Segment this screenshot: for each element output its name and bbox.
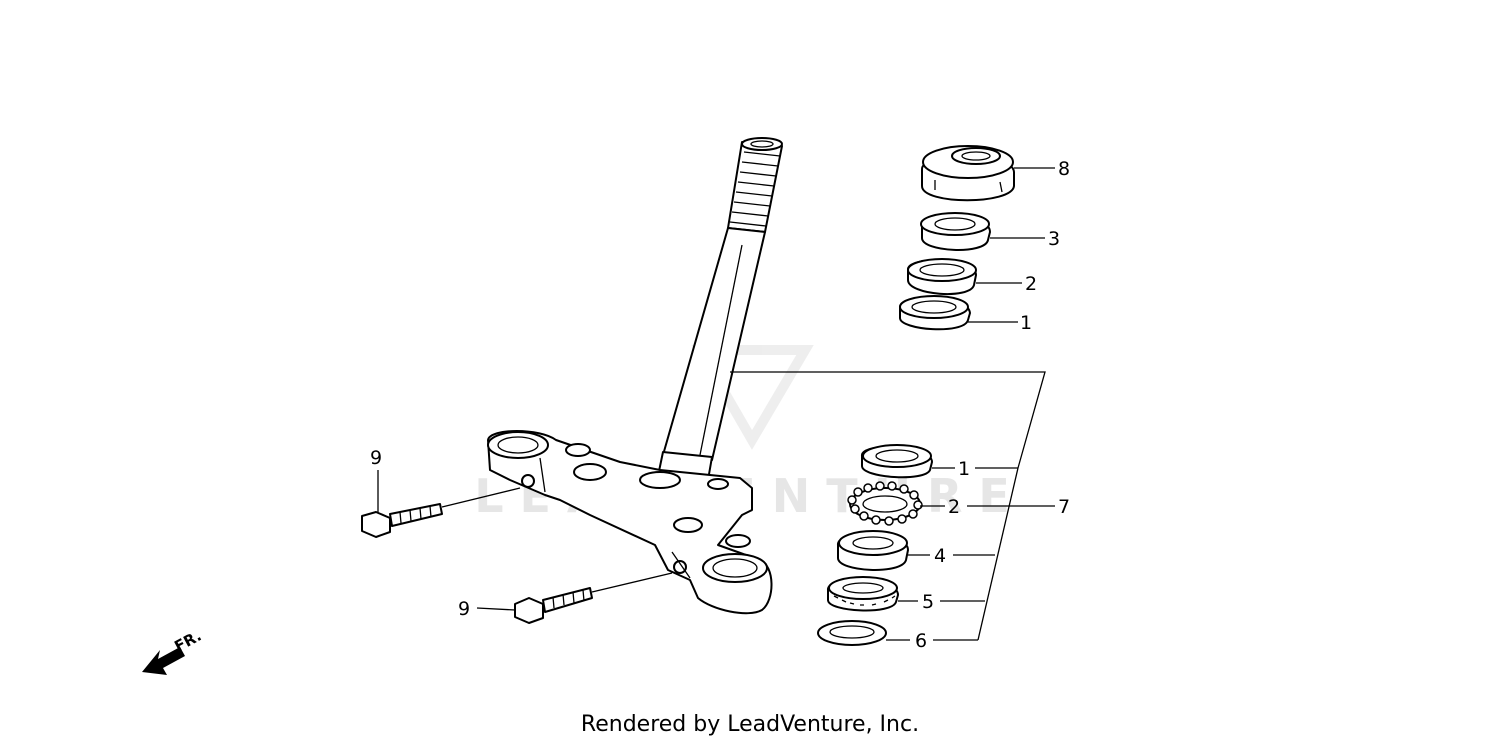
callout-1-upper: 1 (1020, 312, 1032, 334)
footer-credit: Rendered by LeadVenture, Inc. (580, 712, 920, 737)
bolt-lower[interactable] (514, 572, 673, 624)
callout-1-lower: 1 (958, 458, 970, 480)
front-direction-arrow-icon: FR. (142, 627, 204, 675)
part-1-lower-race[interactable] (861, 444, 933, 479)
lower-bracket[interactable] (487, 430, 773, 615)
callout-9-lower: 9 (458, 598, 470, 620)
callout-8: 8 (1058, 158, 1070, 180)
steering-stem[interactable] (657, 137, 783, 481)
callout-6: 6 (915, 630, 927, 652)
part-6-washer[interactable] (817, 620, 887, 646)
callout-9-upper: 9 (370, 447, 382, 469)
callout-2-upper: 2 (1025, 273, 1037, 295)
callout-7: 7 (1058, 496, 1070, 518)
callout-4: 4 (934, 545, 946, 567)
part-5-dust-seal[interactable] (827, 576, 899, 612)
callout-2-lower: 2 (948, 496, 960, 518)
part-4-lower-seal[interactable] (837, 530, 909, 571)
part-2-upper-bearing[interactable] (907, 258, 977, 296)
bolt-upper[interactable] (361, 487, 521, 538)
callout-5: 5 (922, 591, 934, 613)
callout-3: 3 (1048, 228, 1060, 250)
part-2-lower-bearing[interactable] (847, 481, 923, 526)
part-3-dust-seal[interactable] (920, 212, 991, 251)
part-8-steering-stem-nut[interactable] (920, 145, 1015, 202)
part-1-upper-race[interactable] (899, 295, 971, 331)
